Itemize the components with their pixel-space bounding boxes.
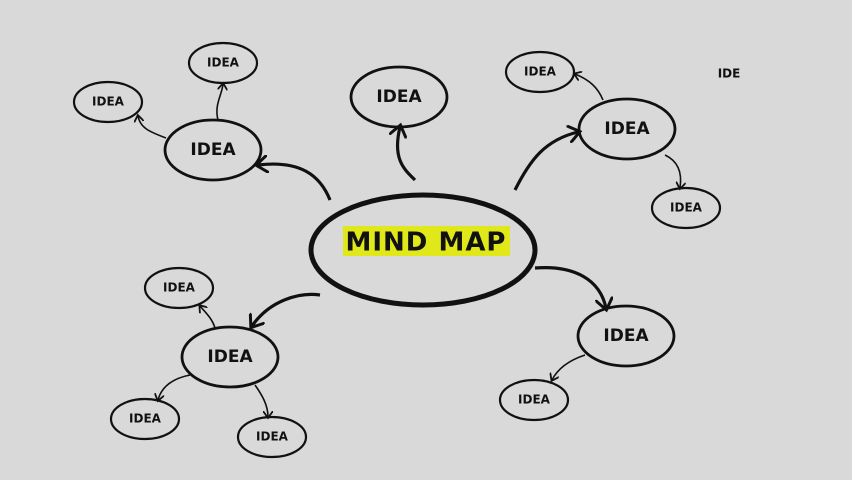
connector-bl-c1 [200,306,216,329]
idea-node-bottom-right[interactable] [576,304,676,368]
center-node[interactable] [308,192,538,308]
idea-node-bl-child-3[interactable] [236,415,308,459]
connector-br-c1 [552,354,586,380]
idea-node-bl-child-1[interactable] [143,266,215,310]
idea-node-tl-child-2[interactable] [72,80,144,124]
idea-label: IDEA [524,65,557,79]
idea-label: IDEA [670,201,703,215]
idea-node-tr-child-1[interactable] [504,50,576,94]
idea-label: IDEA [207,56,240,70]
idea-label: IDEA [604,119,650,139]
connector-center-bottom-right [534,266,606,308]
connector-center-top-right [513,132,578,191]
idea-label: IDEA [603,326,649,346]
idea-label: IDEA [256,430,289,444]
idea-node-bottom-left[interactable] [180,325,280,389]
connector-tr-c2 [664,154,681,188]
idea-node-tr-child-2[interactable] [650,186,722,230]
connector-bl-c3 [254,384,268,417]
title-highlight [343,226,510,256]
idea-label: IDEA [190,140,236,160]
connector-tr-c1 [575,74,604,101]
connector-center-top [398,127,417,182]
connector-bl-c2 [158,374,191,400]
idea-node-top-right[interactable] [577,97,677,161]
idea-node-tl-child-1[interactable] [187,41,259,85]
connector-center-top-left [258,164,332,201]
center-title: MIND MAP [346,228,507,258]
idea-label: IDEA [207,347,253,367]
idea-node-top[interactable] [349,65,449,129]
idea-node-top-left[interactable] [163,118,263,182]
idea-label: IDEA [376,87,422,107]
idea-label: IDEA [129,412,162,426]
partial-idea-label: IDE [718,67,741,81]
idea-label: IDEA [92,95,125,109]
idea-label: IDEA [518,393,551,407]
connector-center-bottom-left [252,292,321,326]
idea-node-bl-child-2[interactable] [109,397,181,441]
idea-label: IDEA [163,281,196,295]
connector-tl-c2 [138,116,167,139]
connector-tl-c1 [216,84,223,121]
idea-node-br-child-1[interactable] [498,378,570,422]
